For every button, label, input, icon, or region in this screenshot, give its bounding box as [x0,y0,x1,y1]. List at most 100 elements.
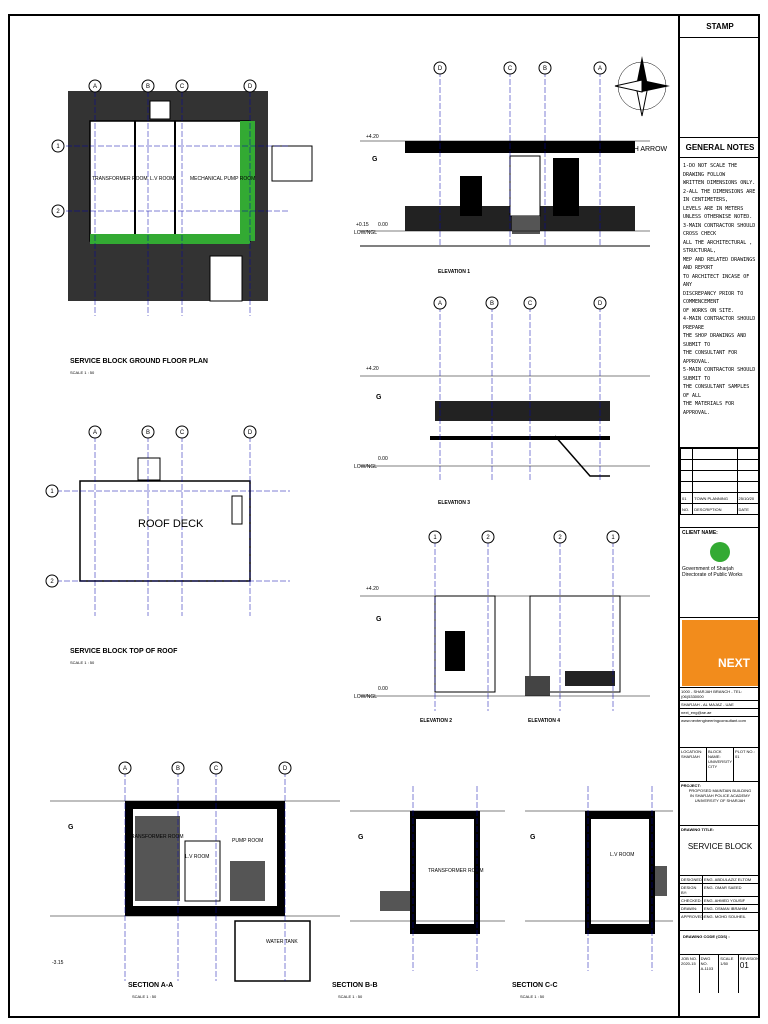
person-role: CHECKED: [681,897,703,904]
north-arrow-label: NORTH ARROW [614,146,668,153]
drawing-area: A B C D 1 2 TRANSFORMER ROOM L.V ROOM ME… [10,16,678,1016]
elevation-1-level-top: +4.20 [366,134,379,140]
elevation-2-title: ELEVATION 2 [420,718,453,724]
person-name: ENG. OMAR SAEED [704,885,742,890]
svg-text:B: B [490,301,494,307]
title-block: STAMP GENERAL NOTES 1-DO NOT SCALE THE D… [678,16,760,1016]
svg-text:2: 2 [56,209,60,215]
svg-text:1: 1 [56,144,60,150]
svg-text:1: 1 [433,535,437,541]
svg-text:D: D [438,66,443,72]
section-c-c [525,786,673,971]
svg-text:A: A [598,66,602,72]
drawing-title: SERVICE BLOCK [687,842,753,851]
consultant-email: www.nextengineeringconsultant.com [681,718,746,723]
elevation-3-level-low: LOW/NGL [354,464,378,470]
stamp-label: STAMP [680,16,760,38]
people-block: DESIGNED:ENG. ABDULAZIZ ELTOM DESIGN BY:… [680,876,760,931]
location-row: LOCATION: SHARJAH BLOCK NAME: UNIVERSITY… [680,748,760,782]
stamp-area [680,38,760,138]
plot-value: 01 [735,754,740,759]
elevation-2-level-low: LOW/NGL [354,694,378,700]
drawing-title-label: DRAWING TITLE: [681,827,714,832]
job-value: 2020-15 [681,961,696,966]
client-logo-icon [710,542,730,562]
note-line: THE SHOP DRAWINGS AND SUBMIT TO [683,333,747,348]
ground-floor-scale: SCALE 1 : 50 [70,370,95,375]
section-a-a-level-bottom: -3.15 [52,960,64,966]
plot-label: PLOT NO.: [735,749,755,754]
revision-no-header: NO. [680,503,694,515]
consultant-web: next_eng@ae.ae [680,709,760,717]
general-notes-title: GENERAL NOTES [680,138,760,158]
room-label-roof-deck: ROOF DECK [138,518,204,530]
revision-table: 01 TOWN PLANNING 25/10/20 NO. DESCRIPTIO… [680,448,760,528]
section-a-a-scale: SCALE 1 : 50 [132,994,157,999]
elevation-3-level-ngl: 0.00 [378,456,388,462]
svg-text:B: B [543,66,547,72]
svg-text:C: C [508,66,513,72]
revision-desc-header: DESCRIPTION [692,503,738,515]
rev-label: REVISION [739,956,759,961]
svg-text:2: 2 [558,535,562,541]
project-line: IN SHARJAH POLICE ACADEMY [689,793,751,798]
note-line: LEVELS ARE IN METERS UNLESS OTHERWISE NO… [683,205,753,221]
elevation-1-level-low: LOW/NGL [354,230,378,236]
note-line: DISCREPANCY PRIOR TO COMMENCEMENT [683,290,744,306]
project-line: UNIVERSITY OF SHARJAH [694,798,746,803]
person-role: DRAWN: [680,905,703,912]
section-a-a-room-1: TRANSFORMER ROOM [128,834,184,840]
roof-plan-title: SERVICE BLOCK TOP OF ROOF [70,648,178,655]
revision-date: 25/10/20 [736,492,760,504]
room-label-pump: MECHANICAL PUMP ROOM [190,176,256,182]
person-role: APPROVED: [681,913,705,920]
note-line: OF WORKS ON SITE. [683,307,735,314]
elevation-2-level-top: +4.20 [366,586,379,592]
ground-floor-title: SERVICE BLOCK GROUND FLOOR PLAN [70,358,208,365]
scale-label: SCALE [720,956,734,961]
svg-text:C: C [180,84,185,90]
project-block: PROJECT: PROPOSED MAINTAIN BUILDING IN S… [680,782,760,826]
revision-date-header: DATE [736,503,760,515]
svg-text:D: D [598,301,603,307]
location-label: LOCATION: [681,749,703,754]
dwg-value: A-1103 [700,966,714,971]
consultant-address: 1000 - SHARJAH BRANCH - TEL: (06)5330000… [680,688,760,748]
section-a-a-room-3: PUMP ROOM [232,838,264,844]
svg-text:B: B [146,84,150,90]
consultant-address-line: 1000 - SHARJAH BRANCH - TEL: (06)5330000 [680,688,760,701]
svg-text:C: C [528,301,533,307]
note-line: 2-ALL THE DIMENSIONS ARE IN CENTIMETERS, [683,188,756,204]
section-a-a-room-2: L.V ROOM [185,854,210,860]
note-line: TO ARCHITECT INCASE OF ANY [683,273,750,289]
scale-value: 1/50 [720,961,729,966]
note-line: 1-DO NOT SCALE THE DRAWING FOLLOW [683,163,738,178]
section-a-a: A B C D [50,761,340,982]
elevation-2-level: G [376,616,382,623]
section-b-b-scale: SCALE 1 : 50 [338,994,363,999]
svg-text:A: A [93,84,97,90]
elevation-3: A B C D [360,296,650,481]
drawing-code-row: DRAWING CODE (CDS) : [680,931,760,955]
note-line: MEP AND RELATED DRAWINGS AND REPORT [683,256,756,272]
rev-value: 01 [739,961,749,970]
svg-text:B: B [146,430,150,436]
note-line: 3-MAIN CONTRACTOR SHOULD CROSS CHECK [683,222,756,238]
elevation-1-level-ffl: +0.15 [356,222,369,228]
elevation-1-level: G [372,156,378,163]
elevation-1-level-ngl: 0.00 [378,222,388,228]
elevation-4-title: ELEVATION 4 [528,718,561,724]
client-block: CLIENT NAME: Government of Sharjah Direc… [680,528,760,618]
roof-plan-scale: SCALE 1 : 50 [70,660,95,665]
section-b-b-level: G [358,834,364,841]
block-label: BLOCK NAME: [708,749,722,759]
block-value: UNIVERSITY CITY [708,759,732,769]
consultant-address-line-2: SHARJAH - AL MAJAZ - UAE [680,701,760,709]
general-notes: 1-DO NOT SCALE THE DRAWING FOLLOW WRITTE… [680,158,760,448]
note-line: THE CONSULTANT FOR APPROVAL. [683,350,738,365]
project-line: PROPOSED MAINTAIN BUILDING [688,788,752,793]
section-a-a-level: G [68,824,74,831]
elevation-2-level-ngl: 0.00 [378,686,388,692]
svg-text:A: A [438,301,442,307]
